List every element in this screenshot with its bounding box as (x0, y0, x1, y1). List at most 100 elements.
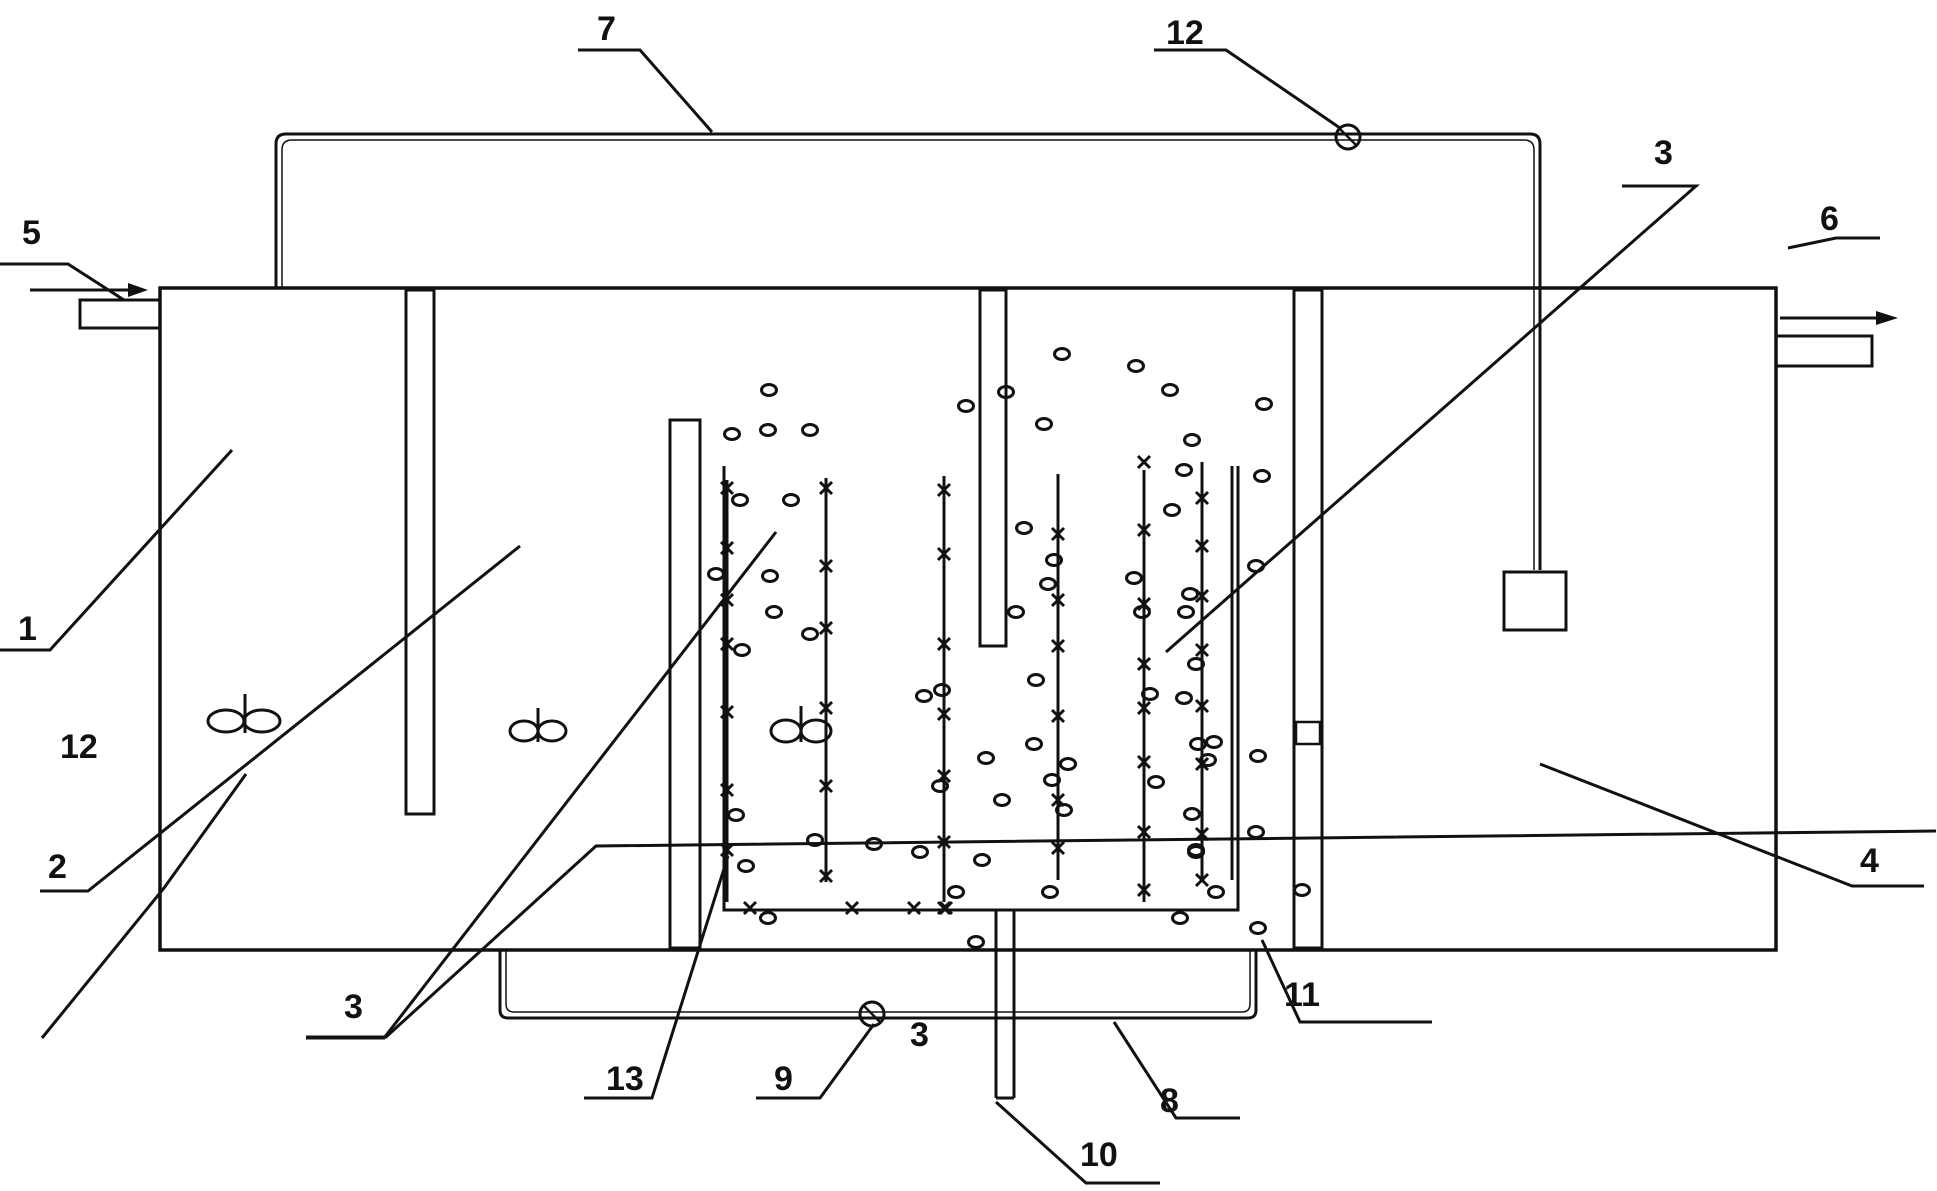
carrier-bubble (1055, 803, 1073, 817)
label-valve-12-top: 12 (1166, 14, 1204, 52)
carrier-bubble (911, 845, 929, 859)
return-pipe-7 (274, 132, 1542, 570)
mixer-middle (508, 708, 568, 743)
label-zone-2: 2 (48, 848, 67, 886)
carrier-bubble (1045, 553, 1063, 567)
label-zone-3-right: 3 (1654, 134, 1673, 172)
carrier-bubble (1161, 383, 1179, 397)
label-tank-1: 1 (18, 610, 37, 648)
carrier-x-mark (818, 868, 834, 884)
carrier-x-mark (818, 778, 834, 794)
carrier-x-mark (1136, 656, 1152, 672)
carrier-bubble (1249, 921, 1267, 935)
carrier-bubble (1205, 735, 1223, 749)
carrier-x-mark (1194, 698, 1210, 714)
carrier-x-mark (1136, 824, 1152, 840)
label-pipe-8: 8 (1160, 1082, 1179, 1120)
carrier-x-mark (1050, 840, 1066, 856)
carrier-bubble (1293, 883, 1311, 897)
carrier-bubble (1127, 359, 1145, 373)
carrier-bubble (806, 833, 824, 847)
carrier-x-mark (936, 482, 952, 498)
carrier-x-mark (818, 620, 834, 636)
carrier-x-mark (1050, 708, 1066, 724)
carrier-bubble (931, 779, 949, 793)
carrier-x-mark (1194, 642, 1210, 658)
carrier-bubble (737, 859, 755, 873)
carrier-bubble (1175, 463, 1193, 477)
carrier-bubble (801, 423, 819, 437)
baffle-2 (668, 418, 702, 950)
carrier-x-mark (936, 706, 952, 722)
reactor-basin (722, 466, 1240, 912)
carrier-bubble (759, 423, 777, 437)
carrier-x-mark (1136, 754, 1152, 770)
carrier-bubble (1035, 417, 1053, 431)
carrier-bubble (782, 493, 800, 507)
carrier-x-mark (938, 900, 954, 916)
carrier-bubble (765, 605, 783, 619)
callout-labels: 7 12 5 6 3 1 12 2 3 4 11 8 10 13 9 3 (18, 10, 1879, 1174)
carrier-bubble (1141, 687, 1159, 701)
carrier-bubble (957, 399, 975, 413)
carrier-x-mark (719, 480, 735, 496)
carrier-bubble (1171, 911, 1189, 925)
carrier-bubble (1183, 807, 1201, 821)
partition-wall-11 (1292, 288, 1324, 950)
carrier-bubble (761, 569, 779, 583)
carrier-bubble (1247, 825, 1265, 839)
aerator-box (1502, 570, 1568, 632)
label-valve-9-tag: 3 (910, 1016, 929, 1054)
carrier-x-mark (1136, 700, 1152, 716)
carrier-bubble (759, 911, 777, 925)
carrier-bubble (707, 567, 725, 581)
carrier-x-mark (1136, 522, 1152, 538)
carrier-bubble (1039, 577, 1057, 591)
carrier-bubble (933, 683, 951, 697)
label-inlet-5: 5 (22, 214, 41, 252)
carrier-bubble (977, 751, 995, 765)
carrier-bubble (727, 808, 745, 822)
carrier-x-mark (719, 540, 735, 556)
carrier-bubble (1027, 673, 1045, 687)
carrier-bubble (1181, 587, 1199, 601)
carrier-bubble (723, 427, 741, 441)
carrier-x-mark (719, 636, 735, 652)
carrier-bubble (1043, 773, 1061, 787)
carrier-x-mark (1050, 592, 1066, 608)
carrier-bubble (1025, 737, 1043, 751)
carrier-bubble (1255, 397, 1273, 411)
carrier-x-mark (1194, 538, 1210, 554)
carrier-x-mark (818, 558, 834, 574)
mixer-left (206, 694, 282, 734)
carrier-bubble (1125, 571, 1143, 585)
carrier-bubble (1187, 657, 1205, 671)
carrier-bubble (1163, 503, 1181, 517)
carrier-x-mark (719, 782, 735, 798)
carrier-x-mark (818, 480, 834, 496)
carrier-bubble (1053, 347, 1071, 361)
carrier-x-mark (936, 546, 952, 562)
carrier-bubble (997, 385, 1015, 399)
carrier-x-mark (818, 700, 834, 716)
carrier-bubble (1187, 845, 1205, 859)
label-tank-4: 4 (1860, 842, 1879, 880)
carrier-bubble (1007, 605, 1025, 619)
mixer-reactor (769, 706, 833, 744)
label-pipe-7: 7 (597, 10, 616, 48)
label-outlet-6: 6 (1820, 200, 1839, 238)
carrier-bubble (1041, 885, 1059, 899)
leader-lines (0, 48, 1937, 1185)
carrier-bubble (733, 643, 751, 657)
carrier-x-mark (719, 704, 735, 720)
carrier-bubble (1183, 433, 1201, 447)
carrier-x-mark (1194, 872, 1210, 888)
carrier-x-mark (1050, 638, 1066, 654)
carrier-bubble (1147, 775, 1165, 789)
carrier-x-mark (1194, 490, 1210, 506)
carrier-bubble (1249, 749, 1267, 763)
carrier-bubble (967, 935, 985, 949)
carrier-x-mark (906, 900, 922, 916)
sludge-pipe-10 (994, 910, 1016, 1100)
